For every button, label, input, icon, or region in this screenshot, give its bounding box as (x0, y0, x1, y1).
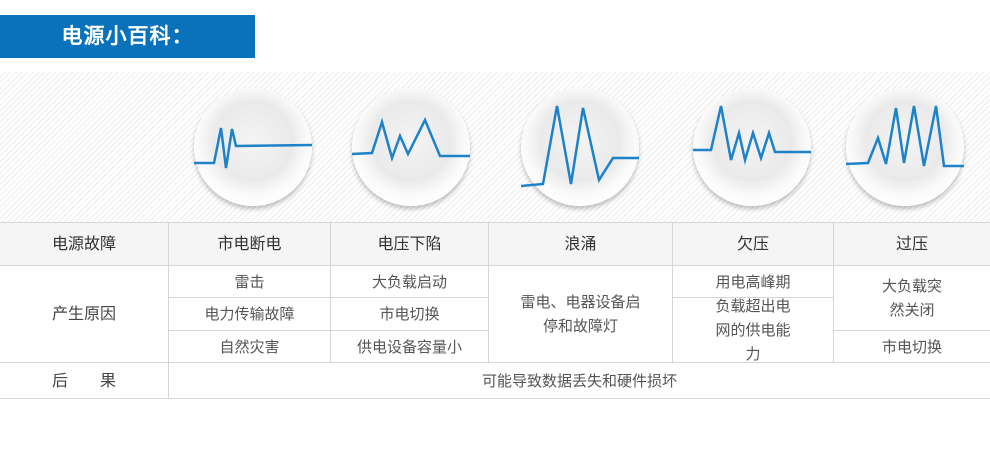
cause-cell: 雷击 (169, 266, 331, 298)
waveform-surge-icon (521, 88, 639, 206)
cause-cell: 用电高峰期 (673, 266, 834, 298)
header-fault: 电源故障 (0, 222, 169, 266)
cause-cell: 电力传输故障 (169, 298, 331, 331)
header-undervoltage: 欠压 (673, 222, 834, 266)
header-surge: 浪涌 (489, 222, 673, 266)
cause-cell: 自然灾害 (169, 331, 331, 363)
cause-cell: 大负载启动 (331, 266, 489, 298)
waveform-outage-icon (194, 88, 312, 206)
result-cell: 可能导致数据丢失和硬件损坏 (169, 363, 990, 399)
waveform-band (0, 72, 990, 222)
cause-cell: 市电切换 (834, 331, 990, 363)
waveform-overvoltage-icon (846, 88, 964, 206)
cause-label: 产生原因 (0, 266, 169, 363)
waveform-undervoltage-icon (693, 88, 811, 206)
header-sag: 电压下陷 (331, 222, 489, 266)
cause-cell: 雷电、电器设备启停和故障灯 (489, 266, 673, 363)
cause-cell: 供电设备容量小 (331, 331, 489, 363)
waveform-sag-icon (352, 88, 470, 206)
result-label: 后 果 (0, 363, 169, 399)
header-outage: 市电断电 (169, 222, 331, 266)
header-overvoltage: 过压 (834, 222, 990, 266)
section-title: 电源小百科： (0, 15, 255, 58)
cause-cell: 市电切换 (331, 298, 489, 331)
cause-cell: 大负载突然关闭 (834, 266, 990, 331)
cause-cell: 负载超出电网的供电能力 (673, 297, 834, 363)
